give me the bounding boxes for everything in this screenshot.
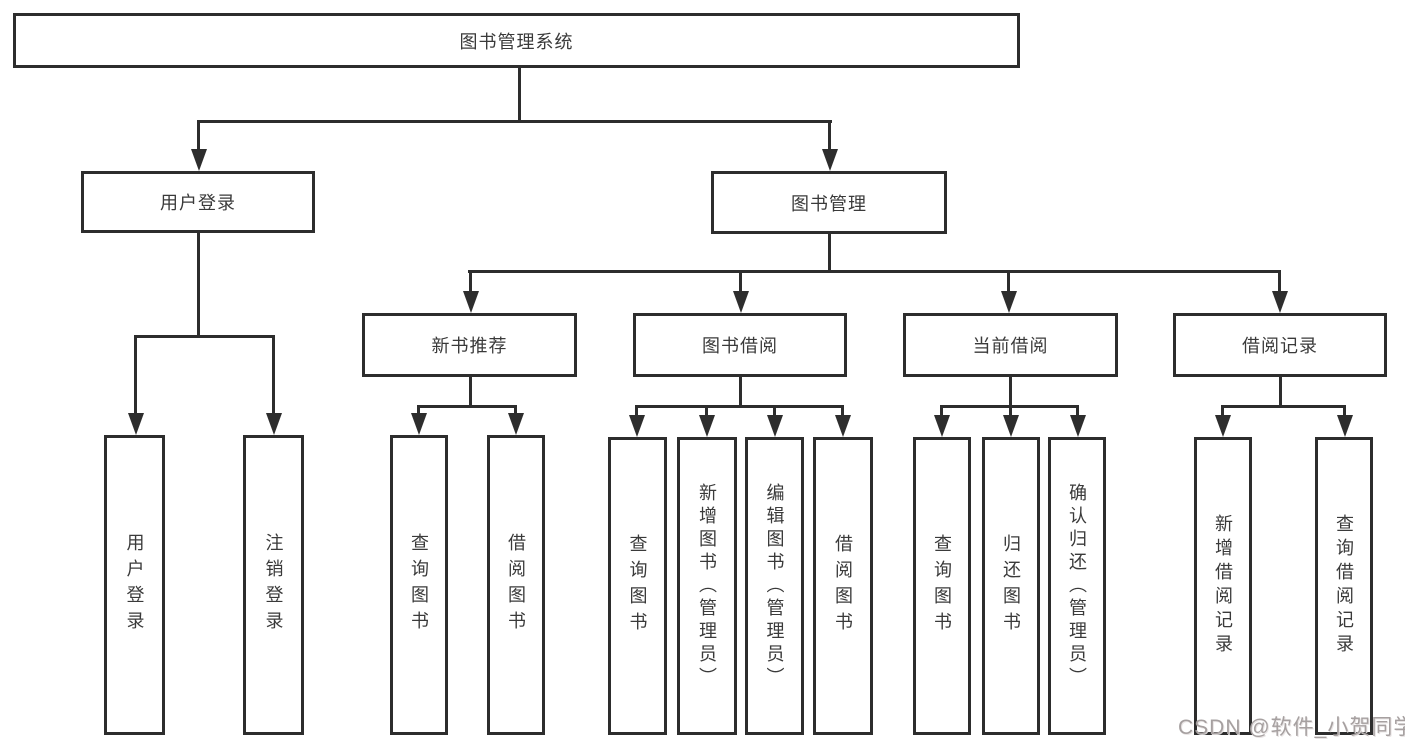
leaf-cur-return-book: 归还图书 <box>982 437 1040 735</box>
node-book-borrowing: 图书借阅 <box>633 313 847 377</box>
connector-records-trunk <box>1279 377 1282 407</box>
arrow-down-icon <box>1007 271 1010 291</box>
arrow-down-icon <box>272 336 275 413</box>
leaf-records-query-record: 查询借阅记录 <box>1315 437 1373 735</box>
leaf-logout: 注销登录 <box>243 435 304 735</box>
connector-records-split <box>1221 405 1346 408</box>
leaf-cur-query-book: 查询图书 <box>913 437 971 735</box>
arrow-down-icon <box>1221 406 1224 415</box>
node-book-management: 图书管理 <box>711 171 947 234</box>
connector-user-login-split <box>134 335 275 338</box>
connector-level1-split <box>197 120 832 123</box>
leaf-bor-edit-book-admin: 编辑图书（管理员） <box>745 437 804 735</box>
arrow-down-icon <box>1278 271 1281 291</box>
arrow-down-icon <box>940 406 943 415</box>
connector-recommend-trunk <box>469 377 472 407</box>
leaf-bor-query-book: 查询图书 <box>608 437 667 735</box>
arrow-down-icon <box>514 406 517 413</box>
node-borrowing-records: 借阅记录 <box>1173 313 1387 377</box>
connector-borrowing-trunk <box>739 377 742 407</box>
connector-book-management-trunk <box>828 234 831 272</box>
arrow-down-icon <box>841 406 844 415</box>
arrow-down-icon <box>635 406 638 415</box>
connector-root-trunk <box>518 68 521 122</box>
leaf-rec-query-book: 查询图书 <box>390 435 448 735</box>
arrow-down-to-book-management-icon <box>828 121 831 149</box>
connector-borrowing-split <box>635 405 844 408</box>
arrow-down-to-user-login-icon <box>197 121 200 149</box>
arrow-down-icon <box>773 406 776 415</box>
arrow-down-icon <box>417 406 420 413</box>
node-current-borrowing: 当前借阅 <box>903 313 1118 377</box>
connector-user-login-trunk <box>197 233 200 337</box>
leaf-rec-borrow-book: 借阅图书 <box>487 435 545 735</box>
arrow-down-icon <box>739 271 742 291</box>
arrow-down-icon <box>469 271 472 291</box>
leaf-user-login: 用户登录 <box>104 435 165 735</box>
connector-book-management-split <box>468 270 1281 273</box>
leaf-records-add-record: 新增借阅记录 <box>1194 437 1252 735</box>
node-library-system: 图书管理系统 <box>13 13 1020 68</box>
arrow-down-icon <box>134 336 137 413</box>
arrow-down-icon <box>705 406 708 415</box>
arrow-down-icon <box>1009 406 1012 415</box>
leaf-bor-add-book-admin: 新增图书（管理员） <box>677 437 737 735</box>
arrow-down-icon <box>1343 406 1346 415</box>
connector-current-trunk <box>1009 377 1012 407</box>
node-new-book-recommend: 新书推荐 <box>362 313 577 377</box>
leaf-cur-confirm-return-admin: 确认归还（管理员） <box>1048 437 1106 735</box>
arrow-down-icon <box>1076 406 1079 415</box>
leaf-bor-borrow-book: 借阅图书 <box>813 437 873 735</box>
node-user-login: 用户登录 <box>81 171 315 233</box>
watermark: CSDN @软件_小贺同学 <box>1178 716 1405 739</box>
connector-recommend-split <box>417 405 517 408</box>
